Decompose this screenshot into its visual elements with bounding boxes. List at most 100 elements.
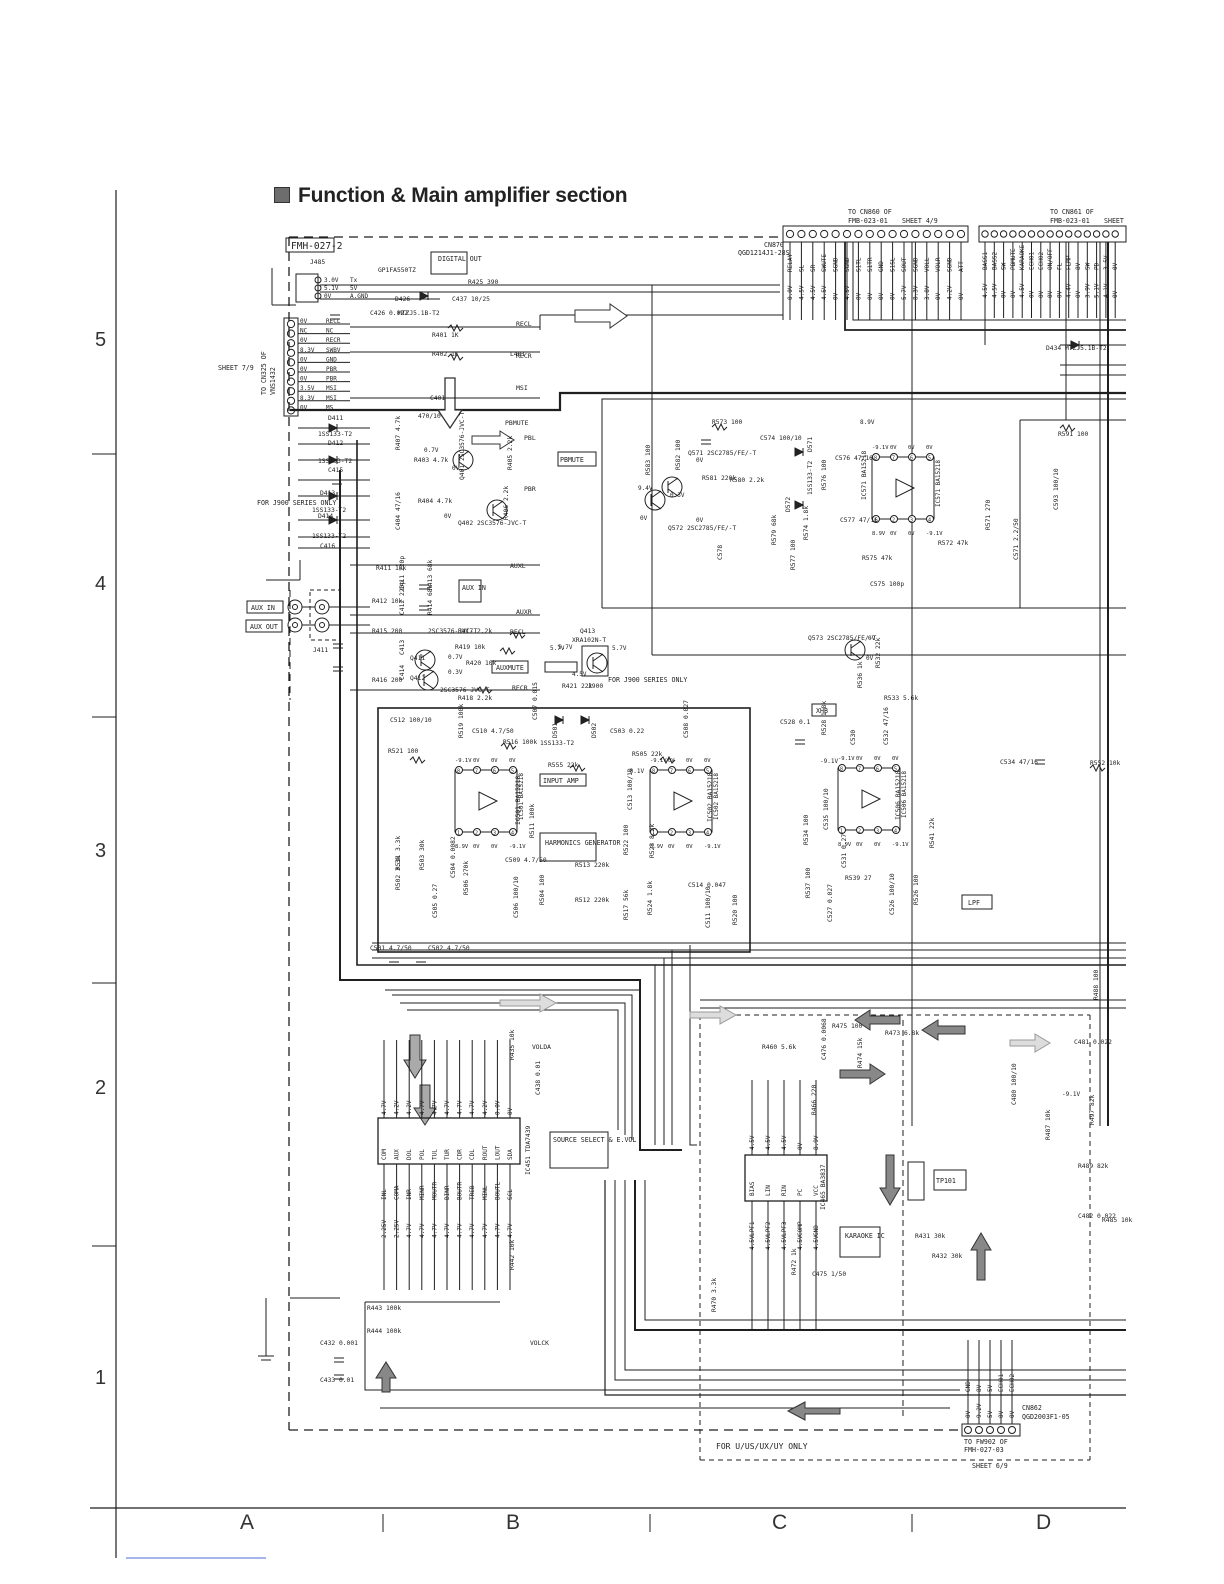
- cn870-pin-name: SL: [798, 264, 805, 272]
- component-label-mtz: MTZJ5.1B-T2: [398, 310, 440, 317]
- optical-pin-name: 5V: [350, 285, 358, 292]
- bus-label: PBR: [524, 485, 536, 493]
- ic465-pin-voltage: 4.5V: [781, 1135, 788, 1150]
- cn861-pin-voltage: 4.5V: [982, 283, 989, 298]
- optical-pin-voltage: 3.0V: [324, 277, 339, 284]
- ic465-pin-name: BIAS: [749, 1181, 756, 1196]
- left-conn-name: PBR: [326, 376, 337, 383]
- misc-voltage: 0V: [696, 517, 704, 524]
- cn861-pin-voltage: 0V: [1056, 290, 1063, 298]
- opamp-pin-number: 3: [688, 831, 691, 837]
- component-label-l401: L401: [510, 351, 525, 358]
- component-label-r401: R401 1K: [432, 332, 459, 339]
- opamp-pin-voltage: 0V: [908, 445, 915, 451]
- cn870-pin-name: SWUTE: [821, 254, 828, 272]
- opamp-pin-voltage: -9.1V: [926, 531, 943, 537]
- component-label-d426: D426: [395, 296, 410, 303]
- cn870-pin-name: S1TL: [855, 257, 862, 272]
- left-conn-pin: [286, 377, 296, 386]
- opamp-pin-number: 7: [475, 769, 478, 775]
- cn870-pin-name: VOLR: [935, 257, 942, 272]
- opamp-pin-voltage: 0V: [668, 844, 675, 850]
- cn861-pin-name: FLMP: [1066, 255, 1073, 270]
- resistor-symbol: [500, 741, 517, 751]
- cn862-pin: [975, 1426, 983, 1434]
- component-label-c528: C528 0.1: [780, 719, 811, 726]
- cn861-pin-voltage: 0V: [1029, 290, 1036, 298]
- ic451-pin-name: CDL: [469, 1149, 476, 1160]
- component-label-ic451: IC451 TDA7439: [525, 1126, 532, 1175]
- component-label-r571: R571 270: [985, 499, 992, 530]
- opamp-pin-number: 5: [511, 769, 514, 775]
- component-label-r443: R443 100k: [367, 1305, 401, 1312]
- component-label-r539: R539 27: [845, 875, 872, 882]
- opamp-pin: [874, 826, 882, 834]
- component-label-r581: R581 220k: [702, 475, 736, 482]
- left-conn-name: SWBV: [326, 347, 341, 354]
- opamp-ic-label: IC502 BA15218: [713, 773, 720, 820]
- cn861-pin-name: 8V: [1075, 262, 1082, 270]
- q571-voltage: 0.3V: [670, 492, 685, 499]
- cn861-pin-voltage: 0V: [1075, 290, 1082, 298]
- aux-out-jack-label: AUX OUT: [250, 623, 278, 631]
- cn862-label: CN862: [1022, 1404, 1042, 1412]
- component-label-c501: C501 4.7/50: [370, 945, 412, 952]
- left-conn-voltage: 0V: [300, 404, 308, 411]
- ic451-pin-name: BOUTR: [457, 1182, 464, 1200]
- component-label-c401_val: 470/10: [418, 413, 441, 420]
- bus-label: RECR: [512, 684, 528, 692]
- optical-pin: [314, 276, 322, 284]
- resistor-symbol: [1059, 423, 1076, 433]
- ic451-pin-voltage: 4.7V: [431, 1100, 438, 1115]
- left-conn-pin: [286, 406, 296, 415]
- bus-label: AUXL: [510, 562, 526, 570]
- ic451-pin-voltage: 4.7V: [469, 1100, 476, 1115]
- opamp-pin-voltage: 0V: [686, 844, 693, 850]
- component-label-c503: C503 0.22: [610, 728, 644, 735]
- transistor-emitter: [423, 681, 435, 690]
- optical-pin-voltage: 0V: [324, 293, 332, 300]
- opamp-pin-voltage: -9.1V: [509, 844, 526, 850]
- bus-label: PBMUTE: [505, 419, 529, 427]
- cn861-pin-voltage: 0V: [1001, 290, 1008, 298]
- component-label-r403: R403 4.7k: [414, 457, 448, 464]
- opamp-pin-number: 4: [928, 518, 931, 524]
- optical-pin-name: Tx: [350, 277, 358, 284]
- left-conn-pin: [286, 319, 296, 329]
- cn870-pin-voltage: 4.5V: [821, 285, 828, 300]
- bus-label: RECL: [516, 320, 532, 328]
- signal-buses: [258, 242, 1126, 1409]
- component-label-r420: R420 10k: [466, 660, 497, 667]
- component-label-c481: C481 0.022: [1074, 1039, 1112, 1046]
- input-amp-label: INPUT AMP: [543, 777, 579, 785]
- cn861-pin: [1009, 230, 1017, 238]
- opamp-pin-voltage: 0V: [668, 758, 675, 764]
- for-regions-label: FOR U/US/UX/UY ONLY: [716, 1442, 808, 1451]
- passive-components: [328, 291, 1106, 1380]
- opamp-pin-voltage: -9.1V: [704, 844, 721, 850]
- component-label-c508: C508 0.027: [683, 700, 690, 738]
- opamp-pin-number: 7: [892, 456, 895, 462]
- opamp-pin-voltage: 8.9V: [838, 842, 852, 848]
- cn861-pin-name: ECHO2: [1038, 252, 1045, 270]
- cn862-pin-name: GND: [965, 1381, 972, 1392]
- component-label-r537: R537 100: [805, 867, 812, 898]
- component-label-r579: R579 68k: [771, 514, 778, 545]
- opamp-pin: [856, 826, 864, 834]
- opamp-pin-number: 1: [874, 518, 877, 524]
- opamp-pin: [704, 828, 712, 836]
- opamp-pin-voltage: 0V: [491, 844, 498, 850]
- left-conn-name: GND: [326, 356, 337, 363]
- cn870-pin: [820, 229, 829, 239]
- opamp-pin-voltage: -9.1V: [872, 445, 889, 451]
- opamp-pin-number: 8: [457, 769, 460, 775]
- opamp-pin-number: 6: [493, 769, 496, 775]
- ic451-pin-voltage: 4.2V: [394, 1100, 401, 1115]
- opamp-pin: [926, 515, 934, 523]
- sheet78-ref-label: TO CN325 OF: [260, 351, 268, 395]
- ic451-pin-name: INL: [381, 1189, 388, 1200]
- ic451-pin-name: MOUTR: [431, 1182, 438, 1200]
- cn870-pin-voltage: 5.7V: [901, 285, 908, 300]
- misc-voltage: -0.1V: [626, 768, 644, 775]
